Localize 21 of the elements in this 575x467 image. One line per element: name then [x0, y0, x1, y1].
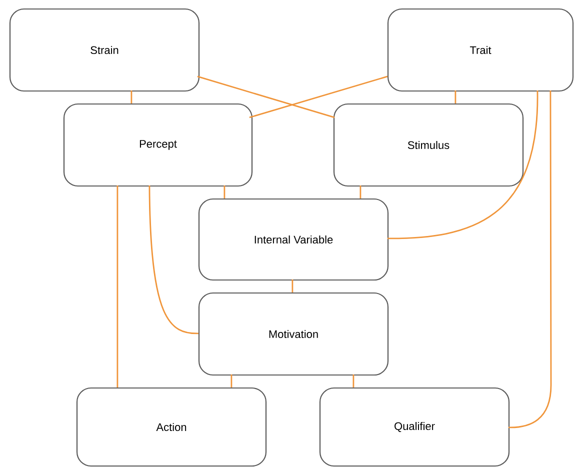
connector-line [387, 90, 538, 240]
process-box: Action [76, 387, 267, 467]
process-box: Stimulus [333, 103, 524, 187]
process-box: Trait [387, 8, 574, 92]
connector-line [130, 90, 132, 104]
connector-line [508, 90, 552, 428]
connector-line [360, 185, 362, 198]
connector-line [454, 90, 456, 104]
connector-line [292, 279, 294, 292]
connector-line [148, 185, 198, 334]
connector-line [116, 185, 118, 388]
process-box: Percept [63, 103, 253, 187]
connector-line [224, 185, 226, 198]
connector-line [197, 76, 335, 118]
process-box: Qualifier [319, 387, 510, 467]
process-box: Strain [9, 8, 200, 92]
process-box: Motivation [198, 292, 389, 376]
connector-line [230, 374, 232, 388]
connector-line [352, 374, 354, 388]
process-box: Internal Variable [198, 198, 389, 281]
connector-line [249, 76, 388, 118]
